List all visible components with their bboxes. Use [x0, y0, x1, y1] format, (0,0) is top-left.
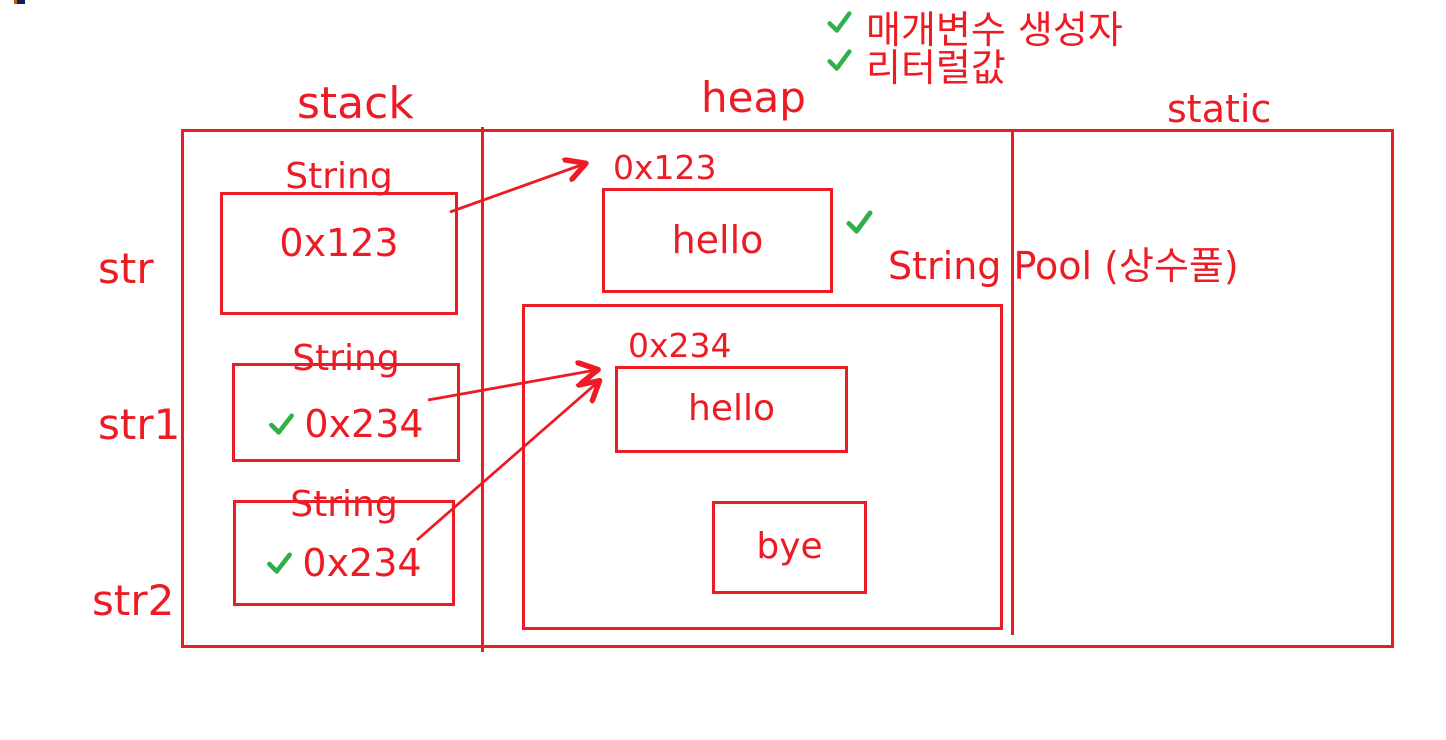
heap-object-value: hello [671, 217, 764, 262]
check-icon [827, 49, 852, 71]
string-pool-label: String Pool (상수풀) [888, 244, 1239, 288]
heap-object-address: 0x123 [613, 148, 717, 187]
check-icon [269, 413, 295, 435]
str1-type-label: String [292, 338, 400, 379]
check-icon [827, 11, 852, 33]
memory-outer-box [181, 129, 1394, 648]
str-type-label: String [285, 156, 393, 197]
str2-value: 0x234 [302, 541, 422, 586]
annotation-row-1: 매개변수 생성자 [827, 8, 1123, 52]
annotation-label: 매개변수 생성자 [866, 8, 1123, 52]
stack-var-name-str2: str2 [92, 576, 175, 625]
annotation-label: 리터럴값 [866, 46, 1006, 90]
cropped-glyph-artifact [14, 0, 25, 4]
pool-bye-value: bye [756, 526, 823, 568]
pool-hello-box: hello [615, 366, 848, 453]
annotation-row-2: 리터럴값 [827, 46, 1006, 90]
str-variable-box: 0x123 [220, 192, 458, 315]
pool-hello-value: hello [688, 388, 775, 430]
heap-static-divider [1011, 131, 1014, 635]
check-icon [267, 552, 293, 574]
stack-var-name-str: str [98, 244, 154, 293]
str-value: 0x123 [279, 220, 399, 265]
stack-region-label: stack [297, 78, 414, 129]
heap-object-box: hello [602, 188, 833, 293]
str2-type-label: String [290, 484, 398, 525]
check-icon [846, 210, 873, 234]
stack-heap-divider [481, 127, 484, 652]
static-region-label: static [1167, 87, 1272, 131]
str2-variable-box: 0x234 [233, 500, 455, 606]
heap-region-label: heap [701, 73, 806, 122]
pool-object-address: 0x234 [628, 326, 732, 365]
stack-var-name-str1: str1 [98, 400, 181, 449]
pool-bye-box: bye [712, 501, 867, 594]
str1-value: 0x234 [304, 402, 424, 447]
str1-variable-box: 0x234 [232, 363, 460, 462]
